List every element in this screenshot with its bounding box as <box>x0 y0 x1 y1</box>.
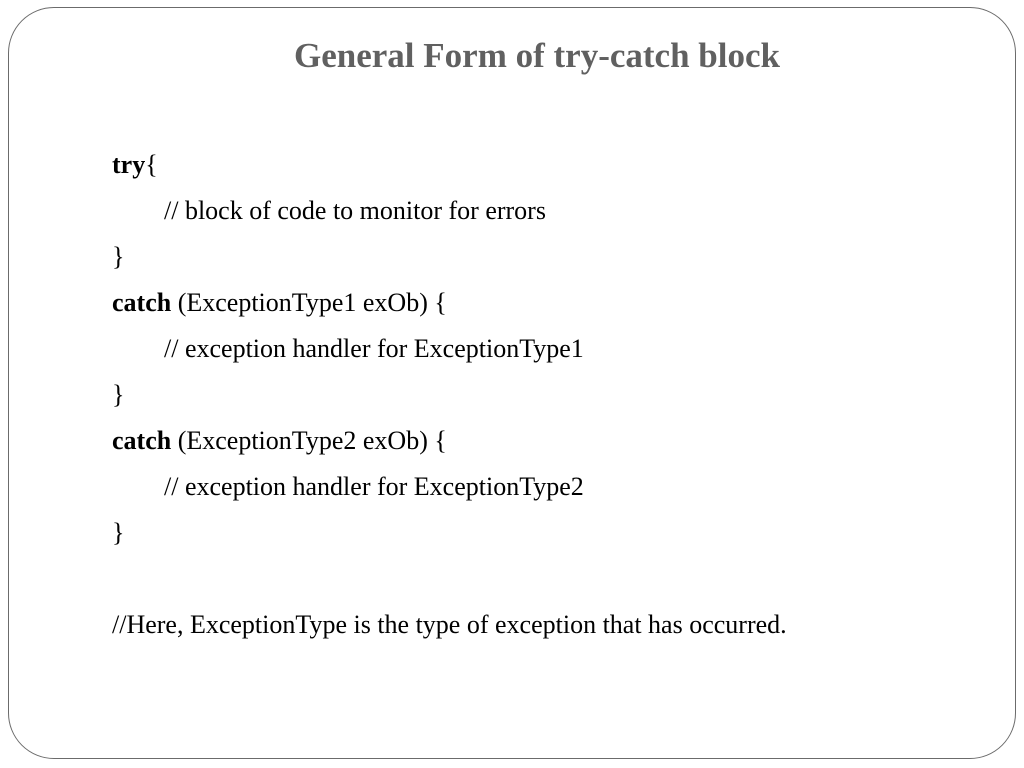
catch2-comment: // exception handler for ExceptionType2 <box>164 472 584 501</box>
code-block: try{ // block of code to monitor for err… <box>112 142 992 648</box>
catch2-line: catch (ExceptionType2 exOb) { <box>112 418 992 464</box>
catch2-signature: (ExceptionType2 exOb) { <box>171 426 447 455</box>
try-comment: // block of code to monitor for errors <box>164 196 546 225</box>
catch1-comment: // exception handler for ExceptionType1 <box>164 334 584 363</box>
catch1-close-brace: } <box>112 380 125 409</box>
try-line: try{ <box>112 142 992 188</box>
catch1-line: catch (ExceptionType1 exOb) { <box>112 280 992 326</box>
note-line: //Here, ExceptionType is the type of exc… <box>112 610 787 639</box>
slide-title: General Form of try-catch block <box>294 36 780 75</box>
catch1-keyword: catch <box>112 288 172 317</box>
catch2-keyword: catch <box>112 426 172 455</box>
spacer <box>112 556 992 602</box>
try-keyword: try <box>112 150 146 179</box>
catch2-close-brace: } <box>112 518 125 547</box>
try-close-brace: } <box>112 242 125 271</box>
try-open-brace: { <box>145 150 158 179</box>
catch1-signature: (ExceptionType1 exOb) { <box>171 288 447 317</box>
slide-border <box>8 7 1016 759</box>
